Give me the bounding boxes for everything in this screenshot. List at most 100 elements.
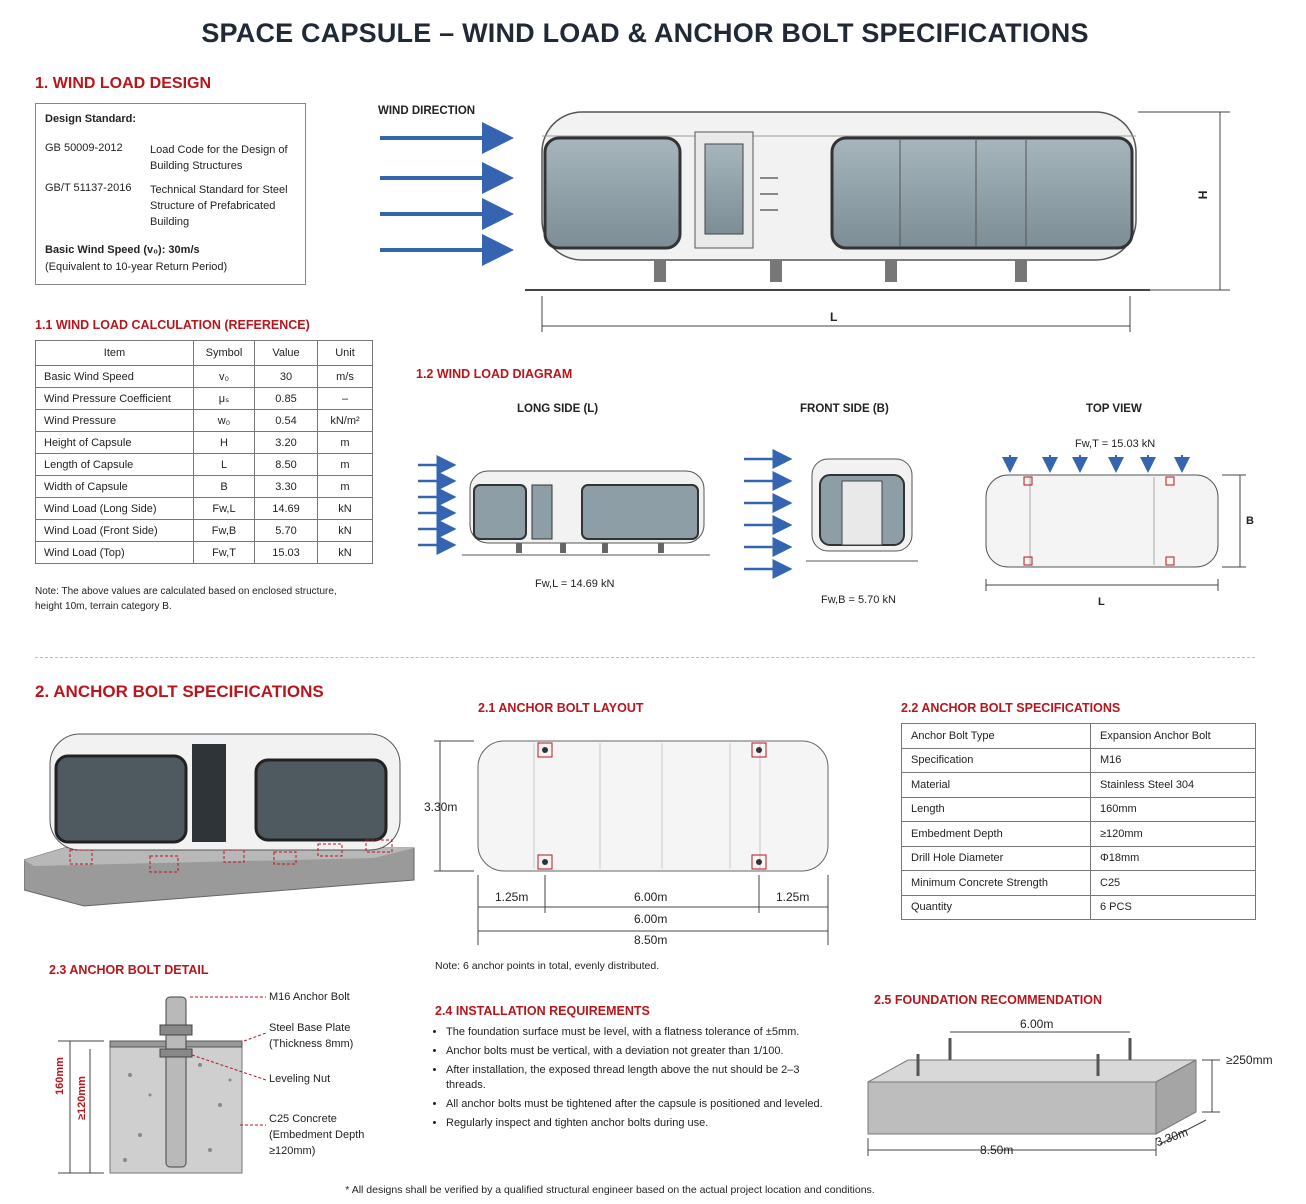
spec-value: Φ18mm — [1090, 845, 1256, 871]
top-view-dim-b: B — [1246, 515, 1254, 527]
detail-len120: ≥120mm — [76, 1076, 88, 1120]
calc-heading: 1.1 WIND LOAD CALCULATION (REFERENCE) — [35, 318, 310, 332]
spec-value: M16 — [1090, 747, 1256, 773]
table-header-row: Item Symbol Value Unit — [35, 340, 373, 366]
fw-front-label: Fw,B = 5.70 kN — [821, 594, 896, 606]
row-value: 3.30 — [254, 475, 318, 498]
long-side-wind-arrows — [418, 455, 457, 555]
section-anchor-heading: 2. ANCHOR BOLT SPECIFICATIONS — [35, 682, 324, 701]
standard-desc-2: Technical Standard for Steel Structure o… — [150, 184, 288, 228]
spec-value: ≥120mm — [1090, 821, 1256, 847]
row-item: Length of Capsule — [35, 453, 194, 476]
front-side-label: FRONT SIDE (B) — [800, 403, 889, 415]
section-wind-load-heading: 1. WIND LOAD DESIGN — [35, 75, 212, 92]
row-value: 14.69 — [254, 497, 318, 520]
detail-plate-label: Steel Base Plate — [269, 1022, 351, 1034]
wind-arrows — [380, 122, 514, 266]
install-item-4: All anchor bolts must be tightened after… — [446, 1097, 826, 1112]
install-requirements-list: The foundation surface must be level, wi… — [432, 1025, 826, 1135]
row-unit: kN — [317, 541, 373, 564]
page-title: SPACE CAPSULE – WIND LOAD & ANCHOR BOLT … — [201, 18, 1089, 48]
row-unit: kN — [317, 519, 373, 542]
row-unit: m — [317, 475, 373, 498]
spec-value: Stainless Steel 304 — [1090, 772, 1256, 798]
detail-bolt-label: M16 Anchor Bolt — [269, 991, 350, 1003]
anchor-points — [537, 742, 767, 870]
foundation-block-drawing — [867, 1031, 1220, 1156]
row-value: 0.54 — [254, 409, 318, 432]
layout-seg2: 6.00m — [634, 890, 668, 904]
detail-heading: 2.3 ANCHOR BOLT DETAIL — [49, 963, 209, 977]
basic-wind-speed: Basic Wind Speed (v₀): 30m/s — [45, 244, 200, 256]
foundation-height: ≥250mm — [1226, 1053, 1273, 1067]
layout-mid: 6.00m — [634, 912, 668, 926]
row-unit: – — [317, 387, 373, 410]
row-item: Wind Load (Top) — [35, 541, 194, 564]
design-standard-box: Design Standard: GB 50009-2012 Load Code… — [35, 103, 306, 285]
spec-key: Minimum Concrete Strength — [901, 870, 1091, 896]
row-unit: kN — [317, 497, 373, 520]
dim-l-label: L — [830, 310, 838, 324]
layout-width-dim: 3.30m — [424, 800, 458, 814]
design-standard-label: Design Standard: — [45, 113, 137, 125]
install-item-3: After installation, the exposed thread l… — [446, 1063, 826, 1093]
spec-value: 6 PCS — [1090, 894, 1256, 920]
top-view-wind-arrows — [1002, 455, 1190, 473]
calc-note: Note: The above values are calculated ba… — [35, 586, 337, 612]
spec-key: Length — [901, 796, 1091, 822]
detail-concrete-sub1: (Embedment Depth — [269, 1129, 365, 1141]
front-side-wind-arrows — [744, 449, 793, 579]
row-symbol: B — [193, 475, 255, 498]
spec-value: C25 — [1090, 870, 1256, 896]
row-item: Wind Pressure Coefficient — [35, 387, 194, 410]
detail-concrete-label: C25 Concrete — [269, 1113, 337, 1125]
install-heading: 2.4 INSTALLATION REQUIREMENTS — [435, 1004, 650, 1018]
top-view-label: TOP VIEW — [1086, 403, 1142, 415]
row-unit: m — [317, 431, 373, 454]
section-divider — [35, 657, 1255, 658]
diagram-heading: 1.2 WIND LOAD DIAGRAM — [416, 367, 573, 381]
row-item: Basic Wind Speed — [35, 365, 194, 388]
row-item: Wind Load (Long Side) — [35, 497, 194, 520]
layout-heading: 2.1 ANCHOR BOLT LAYOUT — [478, 701, 644, 715]
layout-total: 8.50m — [634, 933, 668, 947]
spec-key: Material — [901, 772, 1091, 798]
spec-key: Anchor Bolt Type — [901, 723, 1091, 749]
foundation-length: 8.50m — [980, 1143, 1014, 1157]
row-symbol: Fw,B — [193, 519, 255, 542]
row-symbol: L — [193, 453, 255, 476]
install-item-1: The foundation surface must be level, wi… — [446, 1025, 826, 1040]
foundation-heading: 2.5 FOUNDATION RECOMMENDATION — [874, 993, 1103, 1007]
row-unit: m — [317, 453, 373, 476]
col-unit: Unit — [317, 340, 373, 366]
top-view-dim-l: L — [1098, 596, 1105, 608]
col-symbol: Symbol — [193, 340, 255, 366]
standard-code-1: GB 50009-2012 — [45, 142, 123, 154]
row-value: 0.85 — [254, 387, 318, 410]
spec-key: Quantity — [901, 894, 1091, 920]
table-row: Embedment Depth≥120mm — [901, 821, 1256, 847]
wind-direction-label: WIND DIRECTION — [378, 105, 476, 117]
row-symbol: w₀ — [193, 409, 255, 432]
row-value: 3.20 — [254, 431, 318, 454]
standard-desc-1: Load Code for the Design of Building Str… — [150, 144, 288, 172]
foundation-width: 6.00m — [1020, 1017, 1054, 1031]
footer-note: * All designs shall be verified by a qua… — [345, 1184, 875, 1196]
row-item: Width of Capsule — [35, 475, 194, 498]
row-symbol: v₀ — [193, 365, 255, 388]
capsule-perspective-illustration — [24, 733, 415, 907]
spec-key: Embedment Depth — [901, 821, 1091, 847]
